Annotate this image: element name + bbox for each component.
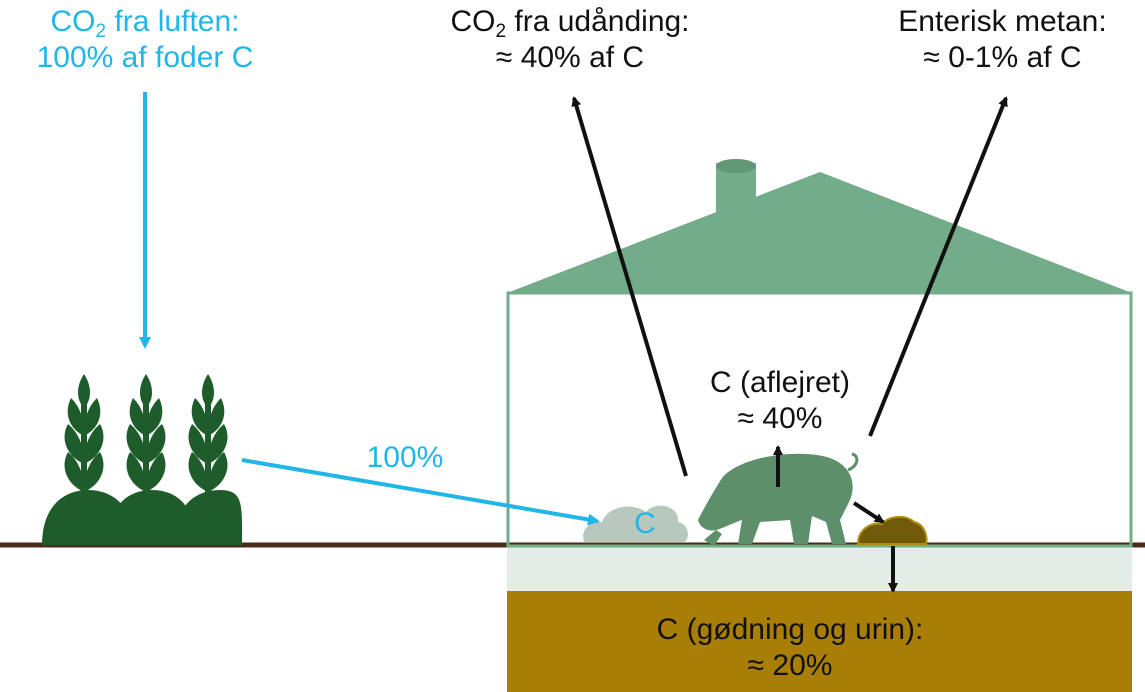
wheat-plant-icon [42,374,243,545]
manure-pile-icon [856,516,928,545]
arrow-pig-to-manure [852,501,885,524]
label-enteric-methane: Enterisk metan: ≈ 0-1% af C [898,5,1107,74]
pig-icon [698,452,859,546]
slurry-layer [507,547,1132,591]
label-manure-urine-carbon: C (gødning og urin): ≈ 20% [656,613,924,682]
label-co2-respiration: CO2 fra udånding: ≈ 40% af C [450,5,690,74]
barn-icon [506,159,1133,548]
manure-storage-tank [507,591,1132,692]
label-co2-from-air: CO2 fra luften: 100% af foder C [36,5,254,74]
label-feed-carbon: C [634,507,656,540]
arrow-methane [868,96,1008,437]
arrow-plants-to-feed [241,458,600,526]
label-deposited-carbon: C (aflejret) ≈ 40% [709,366,851,435]
arrow-respiration [571,96,688,477]
label-feed-flow-percent: 100% [366,441,444,474]
feed-pile-icon [583,505,688,542]
